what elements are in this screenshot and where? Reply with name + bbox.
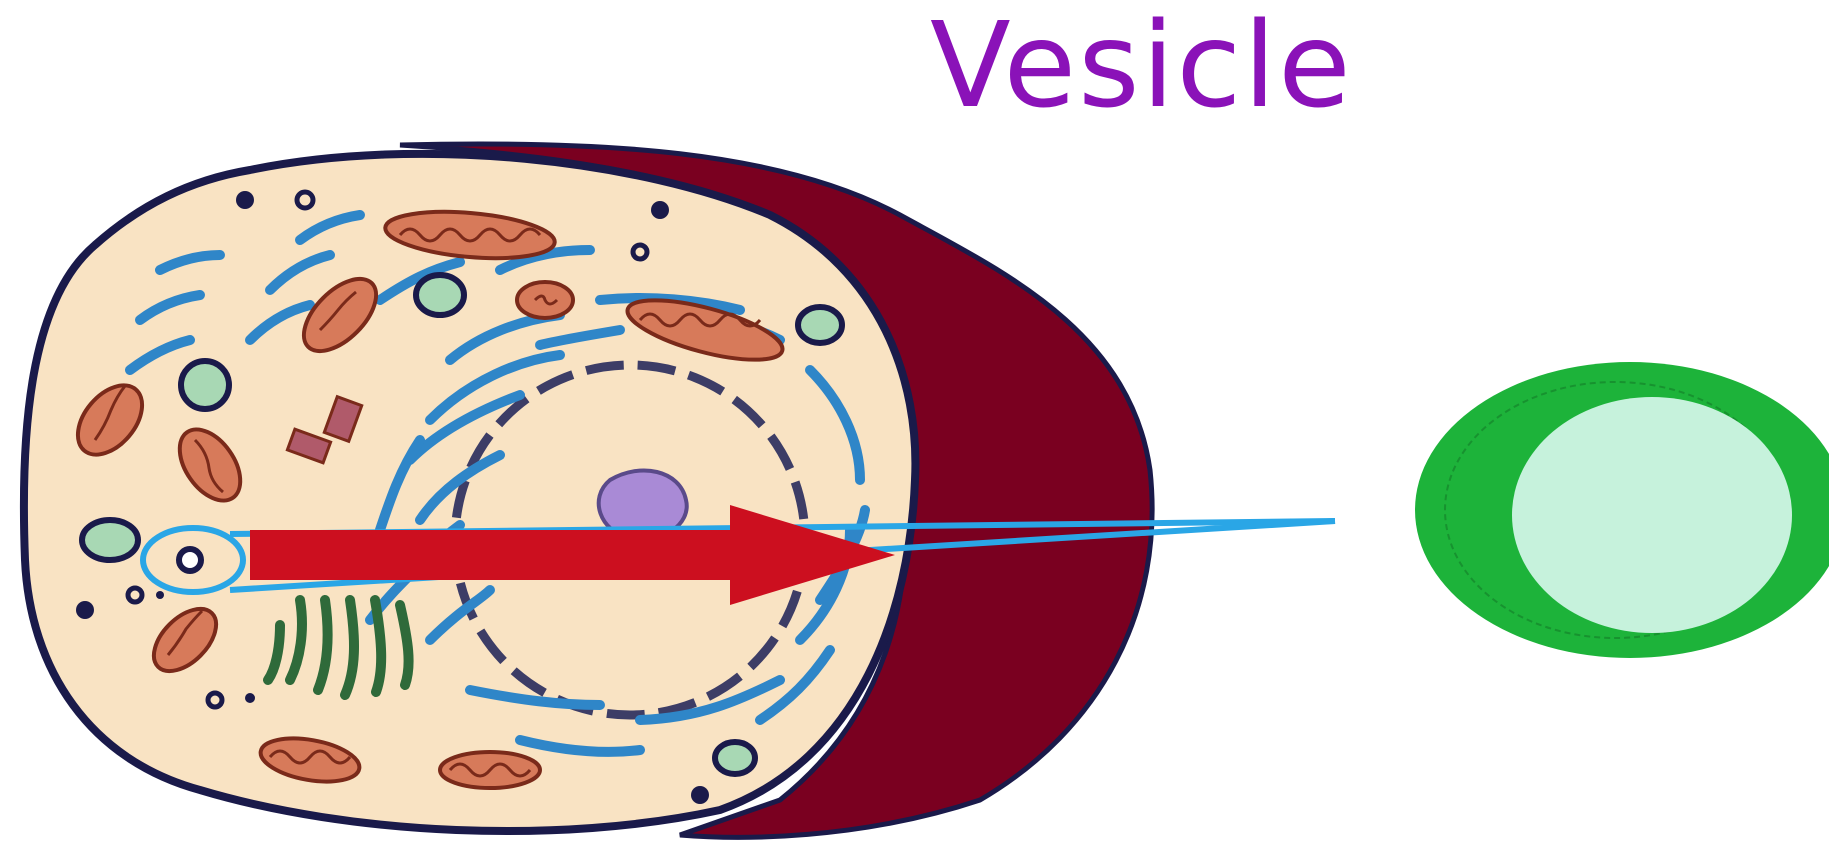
- vesicle-icon: [1415, 362, 1829, 658]
- vesicle-lumen: [1512, 397, 1792, 633]
- animal-cell-icon: [24, 144, 1152, 837]
- page-title: Vesicle: [930, 0, 1353, 130]
